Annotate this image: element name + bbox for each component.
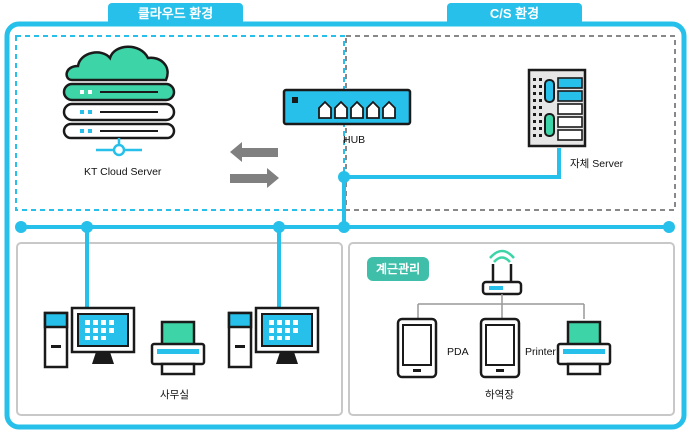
- pda-icon: [479, 317, 521, 379]
- desktop-pc-icon: [43, 306, 136, 369]
- kt-cloud-server-label: KT Cloud Server: [84, 166, 162, 178]
- desktop-pc-icon: [227, 306, 320, 369]
- server-link: [344, 148, 561, 179]
- cloud-server-icon: [62, 45, 176, 157]
- bus-node-right: [663, 221, 675, 233]
- pda-label: PDA: [447, 346, 469, 358]
- server-tower-icon: [527, 68, 587, 148]
- office-label: 사무실: [160, 389, 189, 401]
- arrow-right-icon: [230, 168, 279, 188]
- printer-label: Printer: [525, 346, 556, 358]
- own-server-label: 자체 Server: [570, 158, 624, 170]
- unloading-label: 하역장: [485, 389, 514, 401]
- hub-icon: [282, 88, 412, 126]
- cloud-env-tab: 클라우드 환경: [108, 3, 243, 25]
- hub-label: HUB: [343, 134, 366, 146]
- cs-env-tab: C/S 환경: [447, 3, 582, 25]
- weighing-badge: 계근관리: [367, 257, 430, 281]
- wireless-ap-icon: [481, 249, 523, 296]
- outer-frame: [4, 21, 687, 430]
- wireless-links: [417, 294, 585, 319]
- printer-icon: [150, 320, 206, 376]
- arrow-left-icon: [230, 142, 278, 162]
- pda-icon: [396, 317, 438, 379]
- printer-icon: [556, 320, 612, 376]
- bus-node-left: [15, 221, 27, 233]
